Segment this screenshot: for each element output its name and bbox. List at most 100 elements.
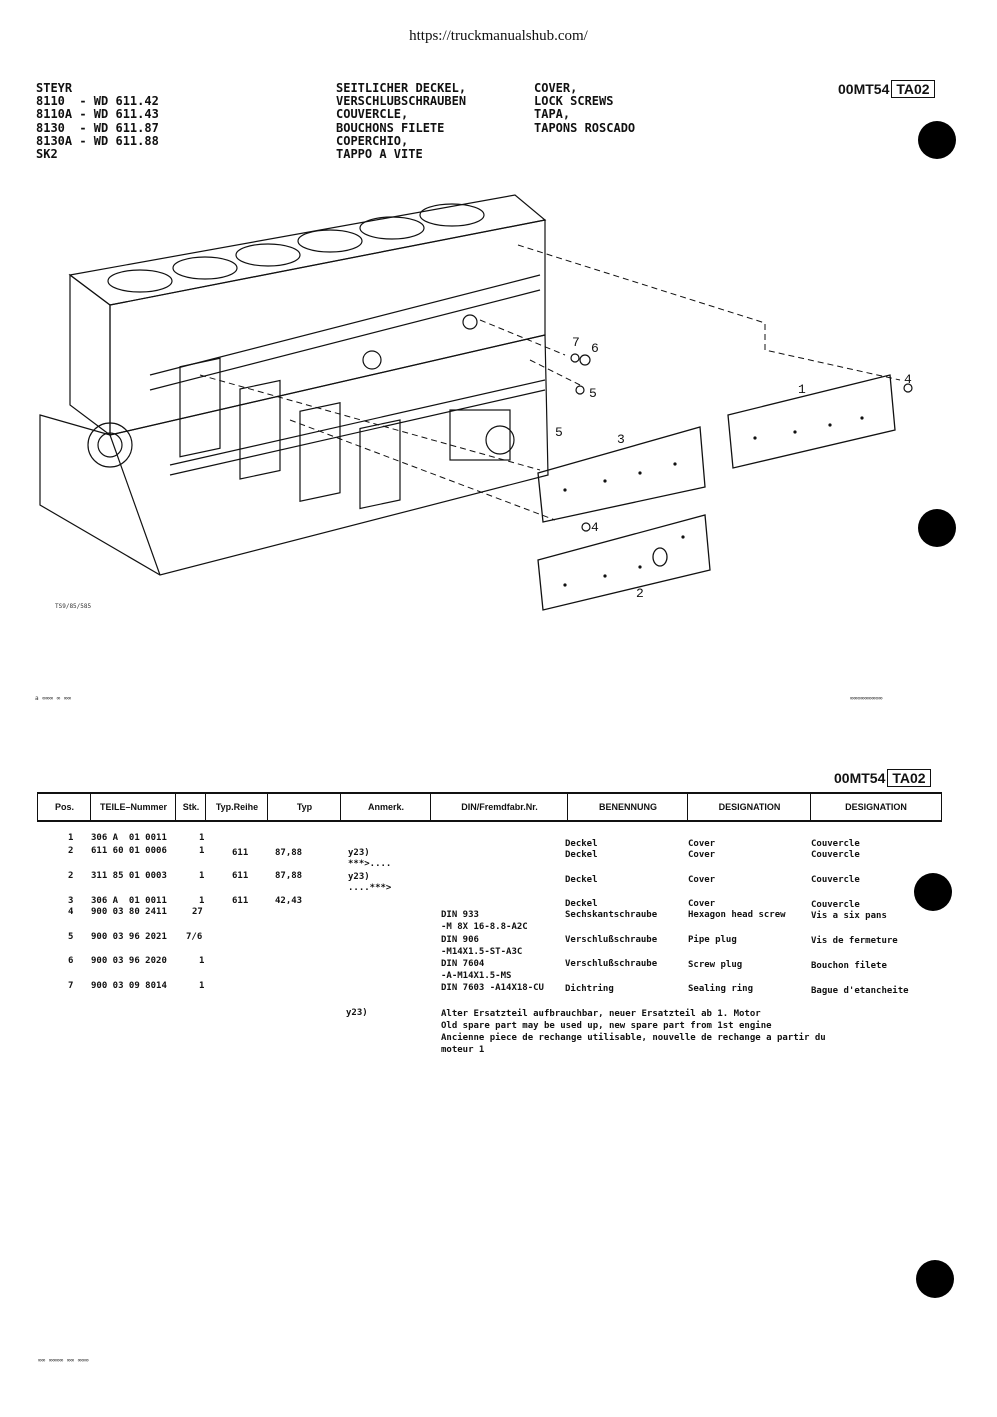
punch-hole	[916, 1260, 954, 1298]
row-qty: 7/6	[186, 932, 203, 942]
row-designation-fr: Couvercle	[811, 900, 860, 910]
row-qty: 1	[199, 833, 205, 843]
row-series: 611	[232, 848, 249, 858]
column-header-note: Anmerk.	[340, 794, 431, 820]
row-designation-fr: Bouchon filete	[811, 961, 887, 971]
title-multilingual-1: SEITLICHER DECKEL, VERSCHLUBSCHRAUBEN CO…	[336, 81, 467, 162]
row-benennung: Deckel	[565, 875, 598, 885]
footnote-text: Alter Ersatzteil aufbrauchbar, neuer Ers…	[441, 1009, 826, 1055]
callout-6: 6	[591, 341, 599, 356]
page-code-box: TA02	[891, 80, 935, 98]
row-designation-en: Hexagon head screw	[688, 910, 786, 920]
row-designation-en: Cover	[688, 899, 716, 909]
row-pos: 2	[68, 846, 74, 856]
row-din: DIN 906 -M14X1.5-ST-A3C	[441, 935, 523, 957]
row-part-number: 900 03 96 2021	[91, 932, 167, 942]
row-qty: 1	[199, 846, 205, 856]
row-qty: 27	[192, 907, 203, 917]
row-designation-fr: Couvercle	[811, 850, 860, 860]
row-din: DIN 7603 -A14X18-CU	[441, 983, 544, 993]
callout-5b: 5	[555, 425, 563, 440]
row-designation-fr: Bague d'etancheite	[811, 986, 909, 996]
row-series: 611	[232, 896, 249, 906]
bottom-mark: ∞∞ ∞∞∞∞ ∞∞ ∞∞∞	[38, 1357, 89, 1364]
column-header-din: DIN/Fremdfabr.Nr.	[430, 794, 568, 820]
row-din: DIN 933 -M 8X 16-8.8-A2C	[441, 910, 528, 932]
column-header-designation-fr: DESIGNATION	[810, 794, 942, 820]
page-code-prefix: 00MT54	[838, 81, 890, 97]
row-designation-en: Sealing ring	[688, 984, 754, 994]
title-multilingual-2: COVER, LOCK SCREWS TAPA, TAPONS ROSCADO	[534, 81, 636, 135]
row-designation-en: Screw plug	[688, 960, 743, 970]
page-code-prefix: 00MT54	[834, 770, 886, 786]
row-part-number: 900 03 80 2411	[91, 907, 167, 917]
parts-table-header: Pos. TEILE–Nummer Stk. Typ.Reihe Typ Anm…	[37, 792, 942, 822]
row-part-number: 611 60 01 0006	[91, 846, 167, 856]
row-part-number: 900 03 09 8014	[91, 981, 167, 991]
column-header-pos: Pos.	[37, 794, 91, 820]
column-header-qty: Stk.	[175, 794, 206, 820]
row-type: 87,88	[275, 871, 303, 881]
row-designation-en: Pipe plug	[688, 935, 737, 945]
source-url[interactable]: https://truckmanualshub.com/	[409, 28, 588, 44]
drawing-ref-code: TS9/85/585	[55, 603, 92, 610]
row-designation-fr: Couvercle	[811, 839, 860, 849]
row-benennung: Deckel	[565, 850, 598, 860]
row-note: y23) ....***>	[348, 872, 392, 893]
row-qty: 1	[199, 896, 205, 906]
row-type: 42,43	[275, 896, 303, 906]
row-din: DIN 7604 -A-M14X1.5-MS	[441, 959, 512, 981]
column-header-series: Typ.Reihe	[205, 794, 268, 820]
row-designation-en: Cover	[688, 850, 716, 860]
row-designation-en: Cover	[688, 839, 716, 849]
footnote-key: y23)	[346, 1008, 368, 1018]
row-designation-fr: Vis de fermeture	[811, 936, 898, 946]
row-note: y23) ***>....	[348, 848, 392, 869]
callout-7: 7	[572, 335, 580, 350]
row-pos: 4	[68, 907, 74, 917]
row-part-number: 306 A 01 0011	[91, 833, 167, 843]
row-part-number: 306 A 01 0011	[91, 896, 167, 906]
row-pos: 2	[68, 871, 74, 881]
callout-3: 3	[617, 432, 625, 447]
page-code-box: TA02	[887, 769, 931, 787]
punch-hole	[918, 509, 956, 547]
row-pos: 3	[68, 896, 74, 906]
row-designation-fr: Vis a six pans	[811, 911, 887, 921]
row-pos: 7	[68, 981, 74, 991]
row-type: 87,88	[275, 848, 303, 858]
column-header-designation-en: DESIGNATION	[687, 794, 811, 820]
drawing-footer-left: a ∞∞∞ ∞ ∞∞	[35, 695, 72, 702]
punch-hole	[914, 873, 952, 911]
row-part-number: 900 03 96 2020	[91, 956, 167, 966]
row-qty: 1	[199, 871, 205, 881]
engine-block-drawing	[39, 194, 913, 611]
row-benennung: Sechskantschraube	[565, 910, 658, 920]
callout-2: 2	[636, 586, 644, 601]
row-benennung: Verschlußschraube	[565, 935, 658, 945]
column-header-part-number: TEILE–Nummer	[90, 794, 176, 820]
callout-4: 4	[904, 372, 912, 387]
callout-1: 1	[798, 382, 806, 397]
model-list: STEYR 8110 - WD 611.42 8110A - WD 611.43…	[36, 81, 159, 162]
callout-5: 5	[589, 386, 597, 401]
row-pos: 6	[68, 956, 74, 966]
punch-hole	[918, 121, 956, 159]
column-header-benennung: BENENNUNG	[567, 794, 688, 820]
row-pos: 5	[68, 932, 74, 942]
row-series: 611	[232, 871, 249, 881]
row-benennung: Dichtring	[565, 984, 614, 994]
row-pos: 1	[68, 833, 74, 843]
row-benennung: Deckel	[565, 899, 598, 909]
row-designation-en: Cover	[688, 875, 716, 885]
row-qty: 1	[199, 956, 205, 966]
column-header-type: Typ	[267, 794, 341, 820]
callout-4b: 4	[591, 520, 599, 535]
row-benennung: Verschlußschraube	[565, 959, 658, 969]
drawing-footer-right: ∞∞∞∞∞∞∞∞∞	[850, 695, 883, 702]
row-designation-fr: Couvercle	[811, 875, 860, 885]
row-part-number: 311 85 01 0003	[91, 871, 167, 881]
row-qty: 1	[199, 981, 205, 991]
